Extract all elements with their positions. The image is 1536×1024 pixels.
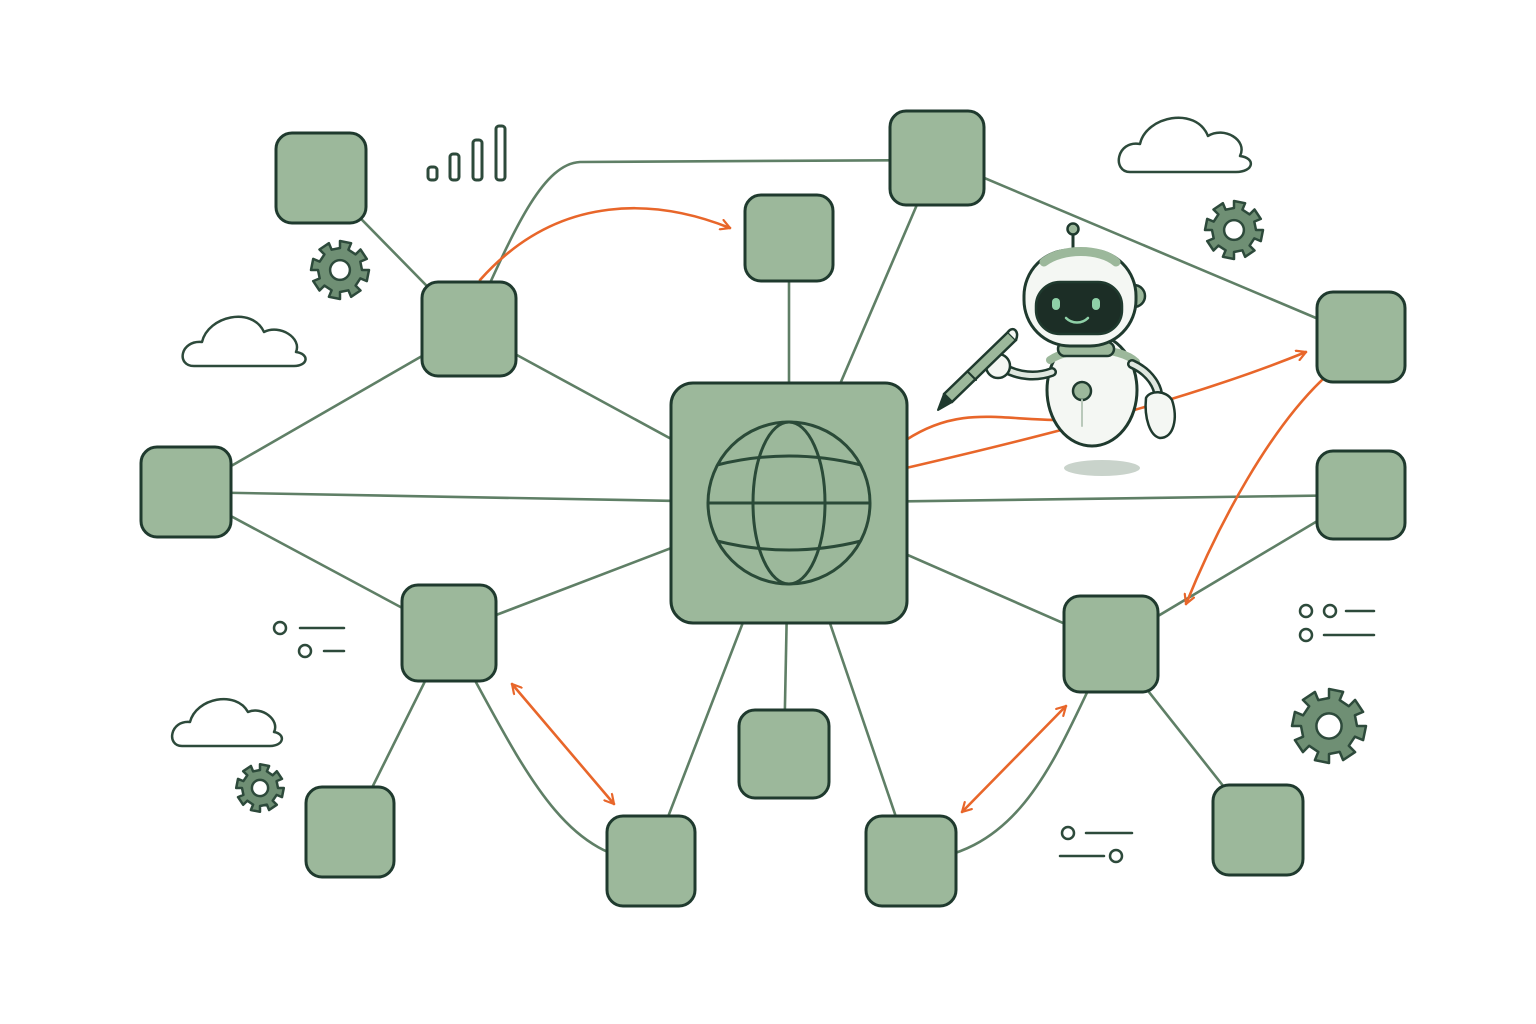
node-bottom-left (605, 814, 697, 908)
node-bottom-center (737, 708, 831, 800)
node-top-center (743, 193, 835, 283)
nodes-layer (139, 109, 1407, 908)
node-lower-right (1062, 594, 1160, 694)
flow-arrow (478, 207, 732, 282)
list-icon (1058, 825, 1134, 864)
signal-bars-icon (426, 124, 507, 182)
node-left-middle (139, 445, 233, 539)
flows-layer (478, 207, 1324, 814)
flow-arrow (904, 415, 1062, 442)
gear-icon (309, 239, 371, 301)
node-right-upper (1315, 290, 1407, 384)
list-icon (272, 620, 346, 659)
cloud-icon (1117, 116, 1252, 174)
node-upper-left (420, 280, 518, 378)
cloud-icon (170, 697, 283, 748)
node-lower-left (400, 583, 498, 683)
gear-icon (1290, 687, 1368, 765)
node-bottom-far-right (1211, 783, 1305, 877)
node-top-left (274, 131, 368, 225)
node-bottom-right (864, 814, 958, 908)
cloud-icon (181, 315, 307, 368)
gear-icon (234, 762, 286, 814)
decorations (170, 116, 1376, 864)
pen-icon (937, 328, 1019, 411)
flow-arrow (1186, 378, 1324, 606)
flow-arrow (960, 704, 1068, 814)
edge-n4-n5 (936, 156, 1362, 339)
node-right-middle (1315, 449, 1407, 541)
hub-node (669, 381, 909, 625)
gear-icon (1203, 199, 1265, 261)
node-bottom-far-left (304, 785, 396, 879)
gears-group (234, 199, 1368, 814)
flow-arrow (510, 682, 616, 806)
globe-icon (706, 420, 872, 586)
robot-icon (937, 222, 1176, 476)
node-top-right-center (888, 109, 986, 207)
edge-n2-n4 (467, 158, 938, 330)
list-icon (1298, 603, 1376, 643)
